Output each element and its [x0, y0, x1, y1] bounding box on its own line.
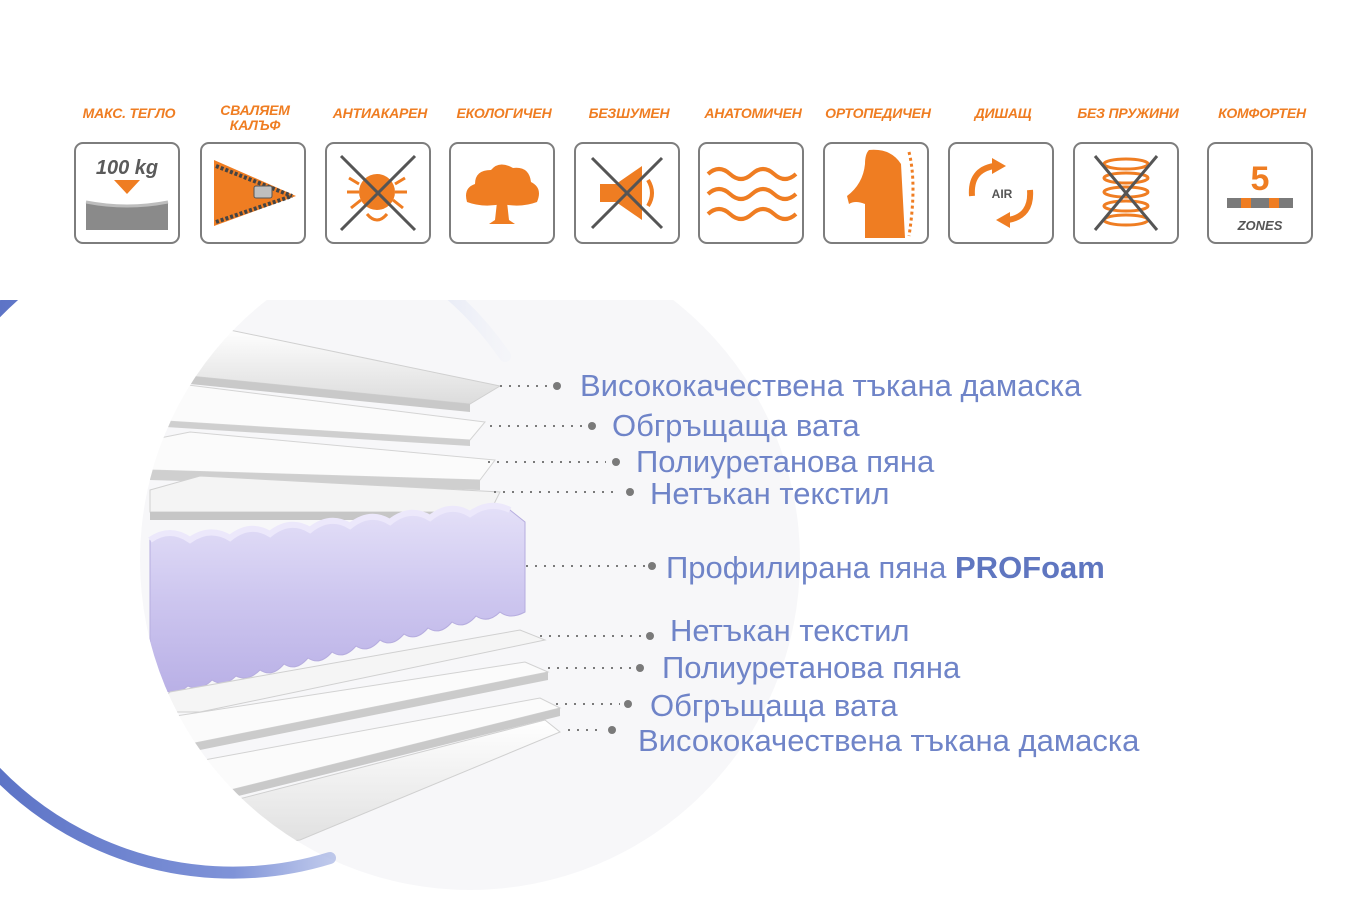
feature-no-springs: БЕЗ ПРУЖИНИ — [1065, 100, 1191, 250]
weight-icon: 100 kg — [74, 142, 180, 244]
feature-ecological: ЕКОЛОГИЧЕН — [441, 100, 567, 250]
mattress-layers-diagram: Висококачествена тъкана дамаска Обгръщащ… — [0, 300, 1360, 907]
layer-label-damask-bottom: Висококачествена тъкана дамаска — [638, 723, 1140, 758]
feature-label: КОМФОРТЕН — [1218, 105, 1306, 121]
feature-label: МАКС. ТЕГЛО — [82, 105, 176, 121]
layer-label-damask-top: Висококачествена тъкана дамаска — [580, 368, 1082, 403]
no-mite-icon — [325, 142, 431, 244]
feature-max-weight: МАКС. ТЕГЛО 100 kg — [66, 100, 192, 250]
feature-label: БЕЗ ПРУЖИНИ — [1077, 105, 1179, 121]
air-icon: AIR — [948, 142, 1054, 244]
tree-icon — [449, 142, 555, 244]
feature-label: БЕЗШУМЕН — [588, 105, 670, 121]
weight-value: 100 kg — [96, 157, 158, 179]
air-text: AIR — [992, 187, 1013, 201]
feature-label: АНАТОМИЧЕН — [704, 105, 802, 121]
layer-label-nonwoven-bottom: Нетъкан текстил — [670, 613, 910, 648]
feature-silent: БЕЗШУМЕН — [566, 100, 692, 250]
layer-nonwoven-top — [149, 475, 501, 513]
waves-icon — [698, 142, 804, 244]
feature-label: ОРТОПЕДИЧЕН — [825, 105, 931, 121]
layer-label-nonwoven-top: Нетъкан текстил — [650, 476, 890, 511]
layer-label-wadding-bottom: Обгръщаща вата — [650, 688, 898, 723]
mattress-illustration — [0, 300, 800, 890]
no-sound-icon — [574, 142, 680, 244]
feature-orthopedic: ОРТОПЕДИЧЕН — [815, 100, 941, 250]
feature-label: ДИШАЩ — [974, 105, 1032, 121]
zones-caption: ZONES — [1237, 218, 1283, 233]
layer-label-profiled-foam: Профилирана пяна PROFoam — [666, 550, 1105, 586]
zipper-icon — [200, 142, 306, 244]
profoam-brand: PROFoam — [955, 550, 1105, 585]
layer-label-wadding-top: Обгръщаща вата — [612, 408, 860, 443]
no-spring-icon — [1073, 142, 1179, 244]
lens-arc — [0, 300, 511, 879]
layer-label-pu-foam-bottom: Полиуретанова пяна — [662, 650, 961, 685]
zones-number: 5 — [1251, 160, 1270, 198]
feature-label: АНТИАКАРЕН — [332, 105, 428, 121]
zones-icon: 5 ZONES — [1207, 142, 1313, 244]
layer-label-pu-foam-top: Полиуретанова пяна — [636, 444, 935, 479]
feature-anatomic: АНАТОМИЧЕН — [690, 100, 816, 250]
leader-dots — [553, 382, 656, 734]
feature-anti-mite: АНТИАКАРЕН — [317, 100, 443, 250]
feature-comfort: КОМФОРТЕН 5 ZONES — [1199, 100, 1325, 250]
spine-icon — [823, 142, 929, 244]
feature-breathable: ДИШАЩ AIR — [940, 100, 1066, 250]
profiled-foam-text: Профилирана пяна — [666, 550, 955, 585]
leader-lines — [488, 385, 646, 731]
feature-label: ЕКОЛОГИЧЕН — [456, 105, 552, 121]
